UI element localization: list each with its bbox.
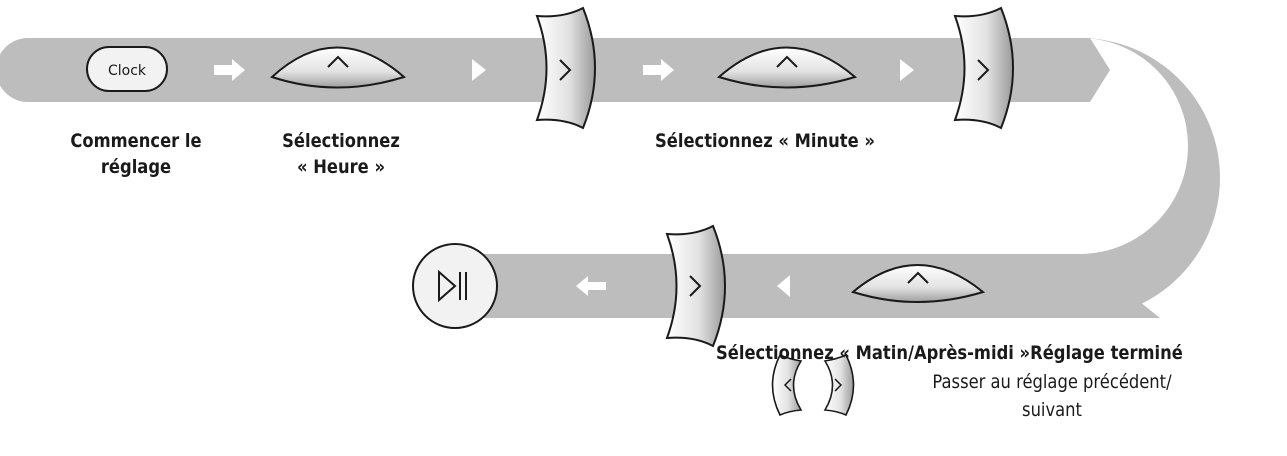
label-start-line1: Commencer le bbox=[70, 130, 202, 152]
label-ampm-done: Sélectionnez « Matin/Après-midi »Réglage… bbox=[716, 340, 1183, 366]
arrow-left-icon bbox=[576, 276, 606, 296]
legend-text: Passer au réglage précédent/ suivant bbox=[889, 368, 1216, 424]
label-minute: Sélectionnez « Minute » bbox=[655, 130, 875, 152]
clock-button-label: Clock bbox=[108, 63, 147, 79]
flow-band-bottom bbox=[438, 254, 1160, 318]
chevron-right-icon bbox=[689, 275, 702, 297]
label-start-line2: réglage bbox=[100, 156, 172, 178]
up-button-minute[interactable] bbox=[717, 46, 858, 89]
label-start: Commencer le réglage bbox=[50, 128, 222, 180]
next-button-1[interactable] bbox=[535, 6, 596, 130]
triangle-right-icon bbox=[472, 59, 486, 81]
label-ampm: Sélectionnez « Matin/Après-midi » bbox=[716, 342, 1031, 364]
label-hour-line1: Sélectionnez bbox=[282, 130, 400, 152]
flow-arrows bbox=[214, 59, 914, 297]
chevron-left-icon bbox=[783, 378, 792, 392]
label-hour-line2: « Heure » bbox=[296, 156, 386, 178]
label-hour: Sélectionnez « Heure » bbox=[268, 128, 414, 180]
triangle-right-icon bbox=[900, 59, 914, 81]
chevron-up-icon bbox=[327, 55, 349, 68]
up-button-hour[interactable] bbox=[270, 46, 407, 89]
legend-next-button bbox=[823, 353, 855, 417]
flow-band-curve bbox=[1080, 38, 1220, 318]
arrow-right-icon bbox=[214, 59, 245, 81]
up-button-ampm[interactable] bbox=[850, 264, 986, 303]
legend-text-line1: Passer au réglage précédent/ bbox=[932, 371, 1172, 393]
play-pause-icon bbox=[438, 269, 467, 303]
legend-text-line2: suivant bbox=[1022, 399, 1082, 421]
next-button-3[interactable] bbox=[665, 224, 726, 348]
legend-prev-button bbox=[771, 353, 803, 417]
arrow-right-icon bbox=[643, 59, 674, 81]
chevron-right-icon bbox=[559, 59, 572, 81]
chevron-right-icon bbox=[834, 378, 843, 392]
label-done: Réglage terminé bbox=[1030, 342, 1183, 364]
play-pause-button[interactable] bbox=[412, 243, 498, 329]
chevron-up-icon bbox=[907, 271, 929, 284]
clock-button[interactable]: Clock bbox=[86, 46, 168, 92]
chevron-up-icon bbox=[776, 55, 798, 68]
chevron-right-icon bbox=[977, 59, 990, 81]
next-button-2[interactable] bbox=[953, 6, 1014, 130]
triangle-left-icon bbox=[777, 275, 790, 297]
